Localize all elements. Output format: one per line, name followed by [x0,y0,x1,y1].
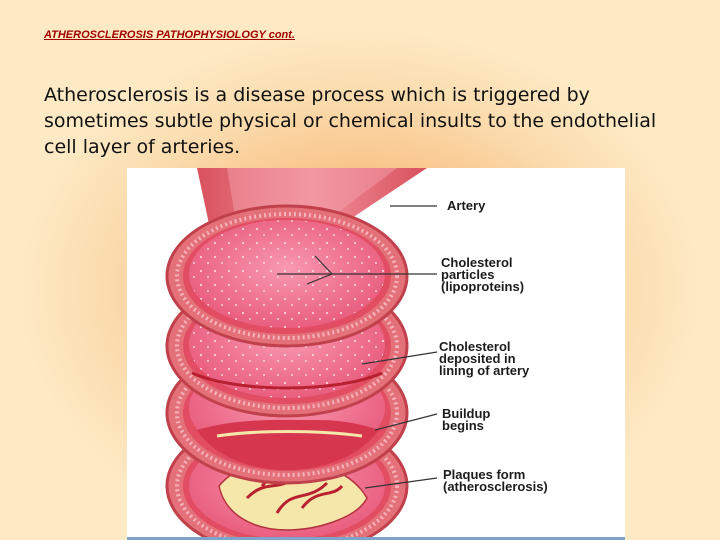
label-cholesterol-deposited-3: lining of artery [439,363,530,378]
label-buildup-2: begins [442,418,484,433]
label-artery: Artery [447,198,486,213]
label-plaques-1: Plaques form [443,467,525,482]
label-cholesterol-deposited-2: deposited in [439,351,516,366]
label-cholesterol-particles-3: (lipoproteins) [441,279,524,294]
label-cholesterol-particles-2: particles [441,267,494,282]
label-cholesterol-deposited-1: Cholesterol [439,339,511,354]
artery-ring-particles [165,204,409,348]
slide-body-text: Atherosclerosis is a disease process whi… [44,84,657,158]
figure-bottom-border [127,537,625,540]
artery-cross-section-illustration: Artery Cholesterol particles (lipoprotei… [127,168,625,540]
leader-lines [277,205,438,489]
label-cholesterol-particles-1: Cholesterol [441,255,513,270]
label-plaques-2: (atherosclerosis) [443,479,548,494]
label-buildup-1: Buildup [442,406,490,421]
slide-heading: ATHEROSCLEROSIS PATHOPHYSIOLOGY cont. [44,29,295,41]
atherosclerosis-diagram: Artery Cholesterol particles (lipoprotei… [127,168,625,540]
